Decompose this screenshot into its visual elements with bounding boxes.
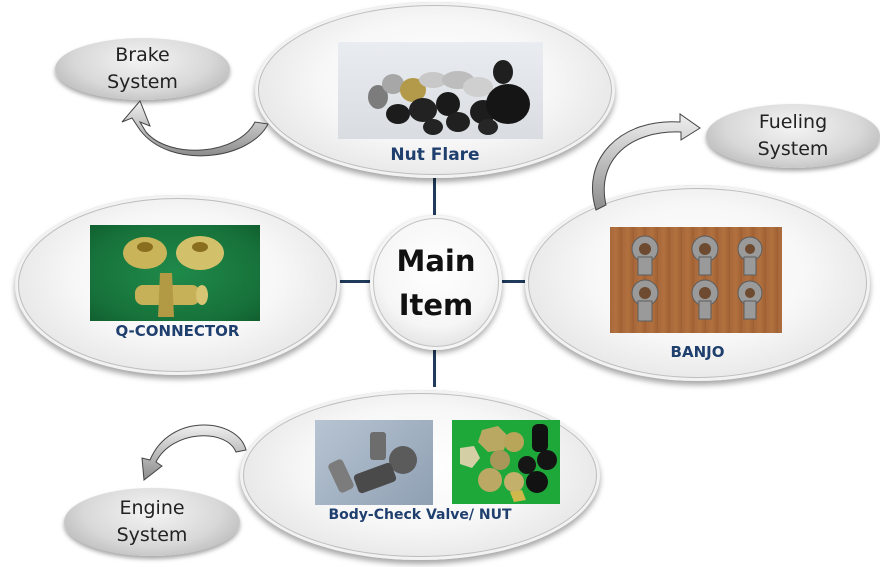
nut-flare-photo <box>338 42 543 139</box>
body-check-valve-node: Body-Check Valve/ NUT <box>240 390 600 560</box>
brake-system-node: Brake System <box>55 38 230 100</box>
body-check-valve-label: Body-Check Valve/ NUT <box>328 507 512 523</box>
main-item-line2: Item <box>398 287 474 322</box>
fueling-system-node: Fueling System <box>706 104 880 168</box>
fueling-system-line1: Fueling <box>758 111 828 133</box>
engine-arrow-icon <box>141 424 247 481</box>
q-connector-photo-art <box>123 236 224 317</box>
brake-arrow-icon <box>121 100 269 157</box>
engine-system-node: Engine System <box>64 488 240 556</box>
main-item-node: Main Item <box>370 215 502 350</box>
body-check-valve-photo <box>315 420 433 505</box>
connector-left <box>338 280 372 283</box>
brake-system-line2: System <box>107 71 178 93</box>
banjo-photo <box>610 227 782 333</box>
connector-top <box>433 178 436 218</box>
nut-flare-node: Nut Flare <box>255 2 615 178</box>
banjo-photo-art <box>631 235 763 322</box>
banjo-label: BANJO <box>670 343 725 361</box>
nut-photo <box>452 420 560 504</box>
banjo-node: BANJO <box>525 185 870 381</box>
q-connector-label: Q-CONNECTOR <box>115 322 240 340</box>
fueling-arrow-icon <box>591 113 701 211</box>
q-connector-photo <box>90 225 260 321</box>
main-item-line1: Main <box>396 243 476 278</box>
fueling-system-line2: System <box>757 138 829 160</box>
connector-right <box>500 280 530 283</box>
body-check-valve-photo-art <box>328 432 417 494</box>
connector-bottom <box>433 347 436 387</box>
brake-system-line1: Brake <box>115 44 170 66</box>
nut-photo-art <box>460 424 557 502</box>
nut-flare-label: Nut Flare <box>390 145 480 165</box>
engine-system-line2: System <box>116 524 188 546</box>
q-connector-node: Q-CONNECTOR <box>15 195 340 375</box>
nut-flare-photo-art <box>368 60 530 135</box>
engine-system-line1: Engine <box>119 497 185 519</box>
